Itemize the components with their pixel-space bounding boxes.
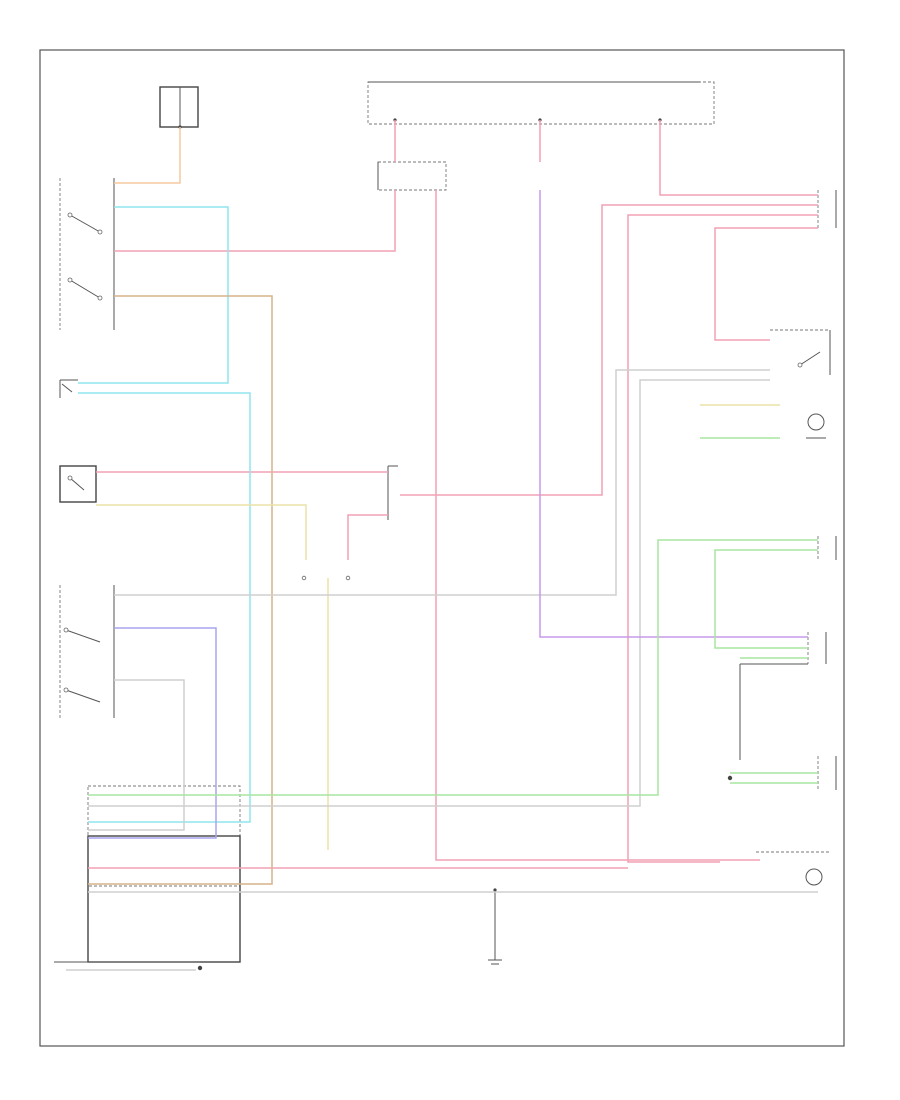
wire-gray-2 — [88, 379, 770, 807]
wire-pink-7 — [714, 227, 818, 341]
relay-box-top — [377, 161, 447, 191]
wire-green-1 — [88, 539, 818, 796]
wire-pink-1 — [114, 190, 396, 252]
wire-orange — [114, 127, 181, 184]
wire-blue — [88, 627, 217, 839]
ground-symbol — [488, 888, 502, 965]
wire-pink-6 — [627, 214, 818, 863]
switch-block-upper — [59, 178, 115, 330]
wire-tan — [88, 295, 273, 885]
wire-pink-8 — [435, 190, 760, 861]
sensor-left — [59, 379, 78, 398]
wire-cyan-1 — [78, 206, 229, 384]
right-switch — [770, 329, 831, 375]
fuse-box-center — [367, 81, 715, 125]
right-connector-mid — [817, 536, 837, 560]
wire-ltan — [96, 504, 307, 560]
right-lamp — [756, 851, 830, 886]
right-module — [739, 632, 827, 760]
wire-cyan-2 — [78, 392, 251, 823]
wire-pink-4 — [659, 120, 818, 196]
right-gauge — [806, 413, 826, 439]
wire-pink-10 — [347, 514, 388, 560]
control-module — [54, 785, 241, 971]
wire-violet — [539, 190, 808, 638]
diagram-frame — [39, 49, 845, 1047]
wire-pink-5 — [400, 204, 818, 496]
switch-block-lower — [59, 585, 115, 718]
right-connector-top — [817, 190, 837, 228]
switch-square — [59, 465, 97, 503]
wire-gray-3 — [88, 679, 185, 831]
relay-center — [301, 465, 398, 581]
wire-green-2 — [714, 549, 818, 649]
wire-gray-1 — [114, 369, 770, 596]
fuse-box-left — [159, 86, 199, 129]
